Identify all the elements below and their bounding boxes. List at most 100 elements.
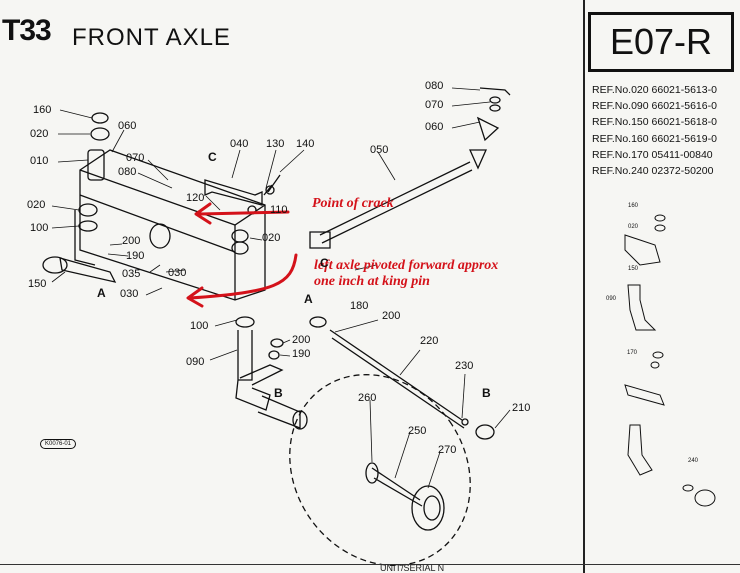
axle-beam-top <box>79 169 266 226</box>
center-bushing <box>149 223 171 249</box>
inset-label: 090 <box>606 296 617 302</box>
ref-mark: B <box>482 386 491 400</box>
part-label: 080 <box>425 80 444 92</box>
washer-100 <box>78 220 98 232</box>
steering-wheel <box>289 374 471 566</box>
hub-cap-270 <box>411 485 445 531</box>
part-label: 160 <box>33 104 52 116</box>
part-label: 110 <box>270 204 288 216</box>
axle-beam <box>79 149 266 301</box>
drawing-number-badge: K0076-01 <box>40 439 77 449</box>
inset-label: 170 <box>627 350 638 356</box>
part-label: 060 <box>118 120 137 132</box>
part-label: 200 <box>292 334 311 346</box>
part-label: 020 <box>262 232 281 244</box>
part-label: 260 <box>358 392 377 404</box>
pivot-arrow <box>188 253 298 300</box>
part-label: 120 <box>186 192 205 204</box>
inset-drawings <box>624 214 716 507</box>
part-label: 100 <box>190 320 209 332</box>
part-label: 080 <box>118 166 137 178</box>
left-hub <box>42 256 68 274</box>
steering-shaft <box>371 467 423 507</box>
part-label: 250 <box>408 425 427 437</box>
ref-mark: B <box>274 386 283 400</box>
section-code-box: E07-R <box>588 12 734 72</box>
inset-label: 150 <box>628 266 639 272</box>
column-divider <box>583 0 585 573</box>
ref-mark: A <box>97 286 106 300</box>
crack-arrow <box>198 210 290 216</box>
crack-note: Point of crack <box>312 196 394 211</box>
part-label: 150 <box>28 278 47 290</box>
part-label: 100 <box>30 222 49 234</box>
part-label: 210 <box>512 402 531 414</box>
part-label: 140 <box>296 138 315 150</box>
left-king-pin-housing <box>87 149 105 181</box>
right-king-pin <box>235 330 271 411</box>
ref-mark: A <box>304 292 313 306</box>
ref-item: REF.No.020 66021-5613-0 <box>592 84 717 96</box>
steering-arm-right <box>239 364 284 386</box>
part-label: 130 <box>266 138 285 150</box>
part-label: 190 <box>126 250 145 262</box>
reference-list: REF.No.020 66021-5613-0 REF.No.090 66021… <box>592 82 717 179</box>
part-label: 070 <box>425 99 444 111</box>
right-spindle <box>257 395 301 429</box>
part-label: 220 <box>420 335 439 347</box>
washer-100-right <box>235 316 255 328</box>
part-label: 020 <box>30 128 49 140</box>
pivot-note-line1: left axle pivoted forward approx <box>314 258 499 273</box>
washer-020-bottom <box>78 203 98 217</box>
part-label: 030 <box>168 267 187 279</box>
spacer-250 <box>365 462 379 484</box>
ball-joint-top <box>468 149 488 170</box>
ref-mark: C <box>208 150 217 164</box>
inset-label: 240 <box>688 458 699 464</box>
part-label: 230 <box>455 360 474 372</box>
part-label: 040 <box>230 138 249 150</box>
part-label: 200 <box>122 235 141 247</box>
drag-link <box>319 161 473 244</box>
part-label: 020 <box>27 199 46 211</box>
tie-rod <box>329 329 465 429</box>
part-label: 050 <box>370 144 389 156</box>
part-label: 180 <box>350 300 369 312</box>
pivot-note-line2: one inch at king pin <box>314 274 430 289</box>
part-label: 200 <box>382 310 401 322</box>
tie-rod-end-right <box>475 424 495 440</box>
part-label: 190 <box>292 348 311 360</box>
ref-item: REF.No.150 66021-5618-0 <box>592 116 717 129</box>
footer-text: UNIT/SERIAL N <box>380 563 445 573</box>
ref-mark: C <box>320 256 329 270</box>
ref-item: REF.No.090 66021-5616-0 <box>592 100 717 113</box>
drag-link-end <box>309 231 331 249</box>
part-label: 090 <box>186 356 205 368</box>
ref-item: REF.No.240 02372-50200 <box>592 165 714 178</box>
ref-item: REF.No.160 66021-5619-0 <box>592 132 717 145</box>
part-label: 010 <box>30 155 49 167</box>
part-label: 035 <box>122 268 141 280</box>
leader-lines <box>51 87 511 489</box>
ref-item: REF.No.170 05411-00840 <box>592 148 713 161</box>
part-label: 060 <box>425 121 444 133</box>
bracket-080 <box>479 87 511 96</box>
washer-020-top <box>90 127 110 141</box>
right-hub <box>292 410 308 430</box>
part-label: 270 <box>438 444 457 456</box>
washer-200-right <box>270 338 284 348</box>
page-title: FRONT AXLE <box>72 24 231 51</box>
axle-beam-lower <box>79 194 236 253</box>
part-label: 030 <box>120 288 139 300</box>
tie-rod-end-left <box>309 316 327 328</box>
part-label: 070 <box>126 152 145 164</box>
model-code: T33 <box>2 14 52 47</box>
nut-190-right <box>268 350 280 360</box>
annotation-arrows <box>186 202 298 308</box>
footer-rule <box>0 564 740 573</box>
washer-160 <box>91 112 109 124</box>
inset-label: 020 <box>628 224 639 230</box>
top-bracket <box>204 179 263 206</box>
